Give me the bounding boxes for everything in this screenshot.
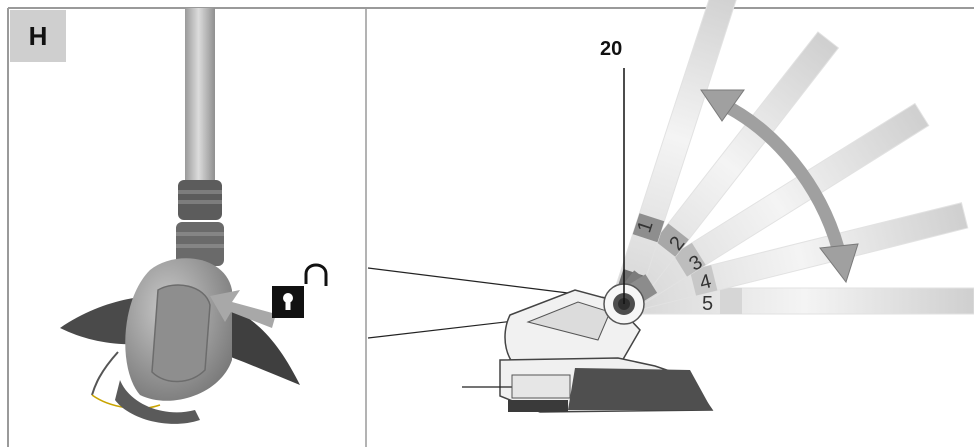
position-4-label: 4	[698, 270, 714, 294]
padlock-closed-icon	[272, 286, 304, 318]
section-label-badge: H	[10, 10, 66, 62]
position-5-label: 5	[702, 293, 713, 315]
trimmer-housing	[462, 289, 714, 413]
panel-frame	[7, 7, 974, 447]
padlock-open-icon	[304, 263, 328, 286]
left-panel-trimmer	[60, 8, 300, 424]
push-arrow-icon	[210, 290, 276, 328]
double-curved-arrow-icon	[700, 89, 859, 284]
callout-number-20: 20	[600, 38, 623, 60]
